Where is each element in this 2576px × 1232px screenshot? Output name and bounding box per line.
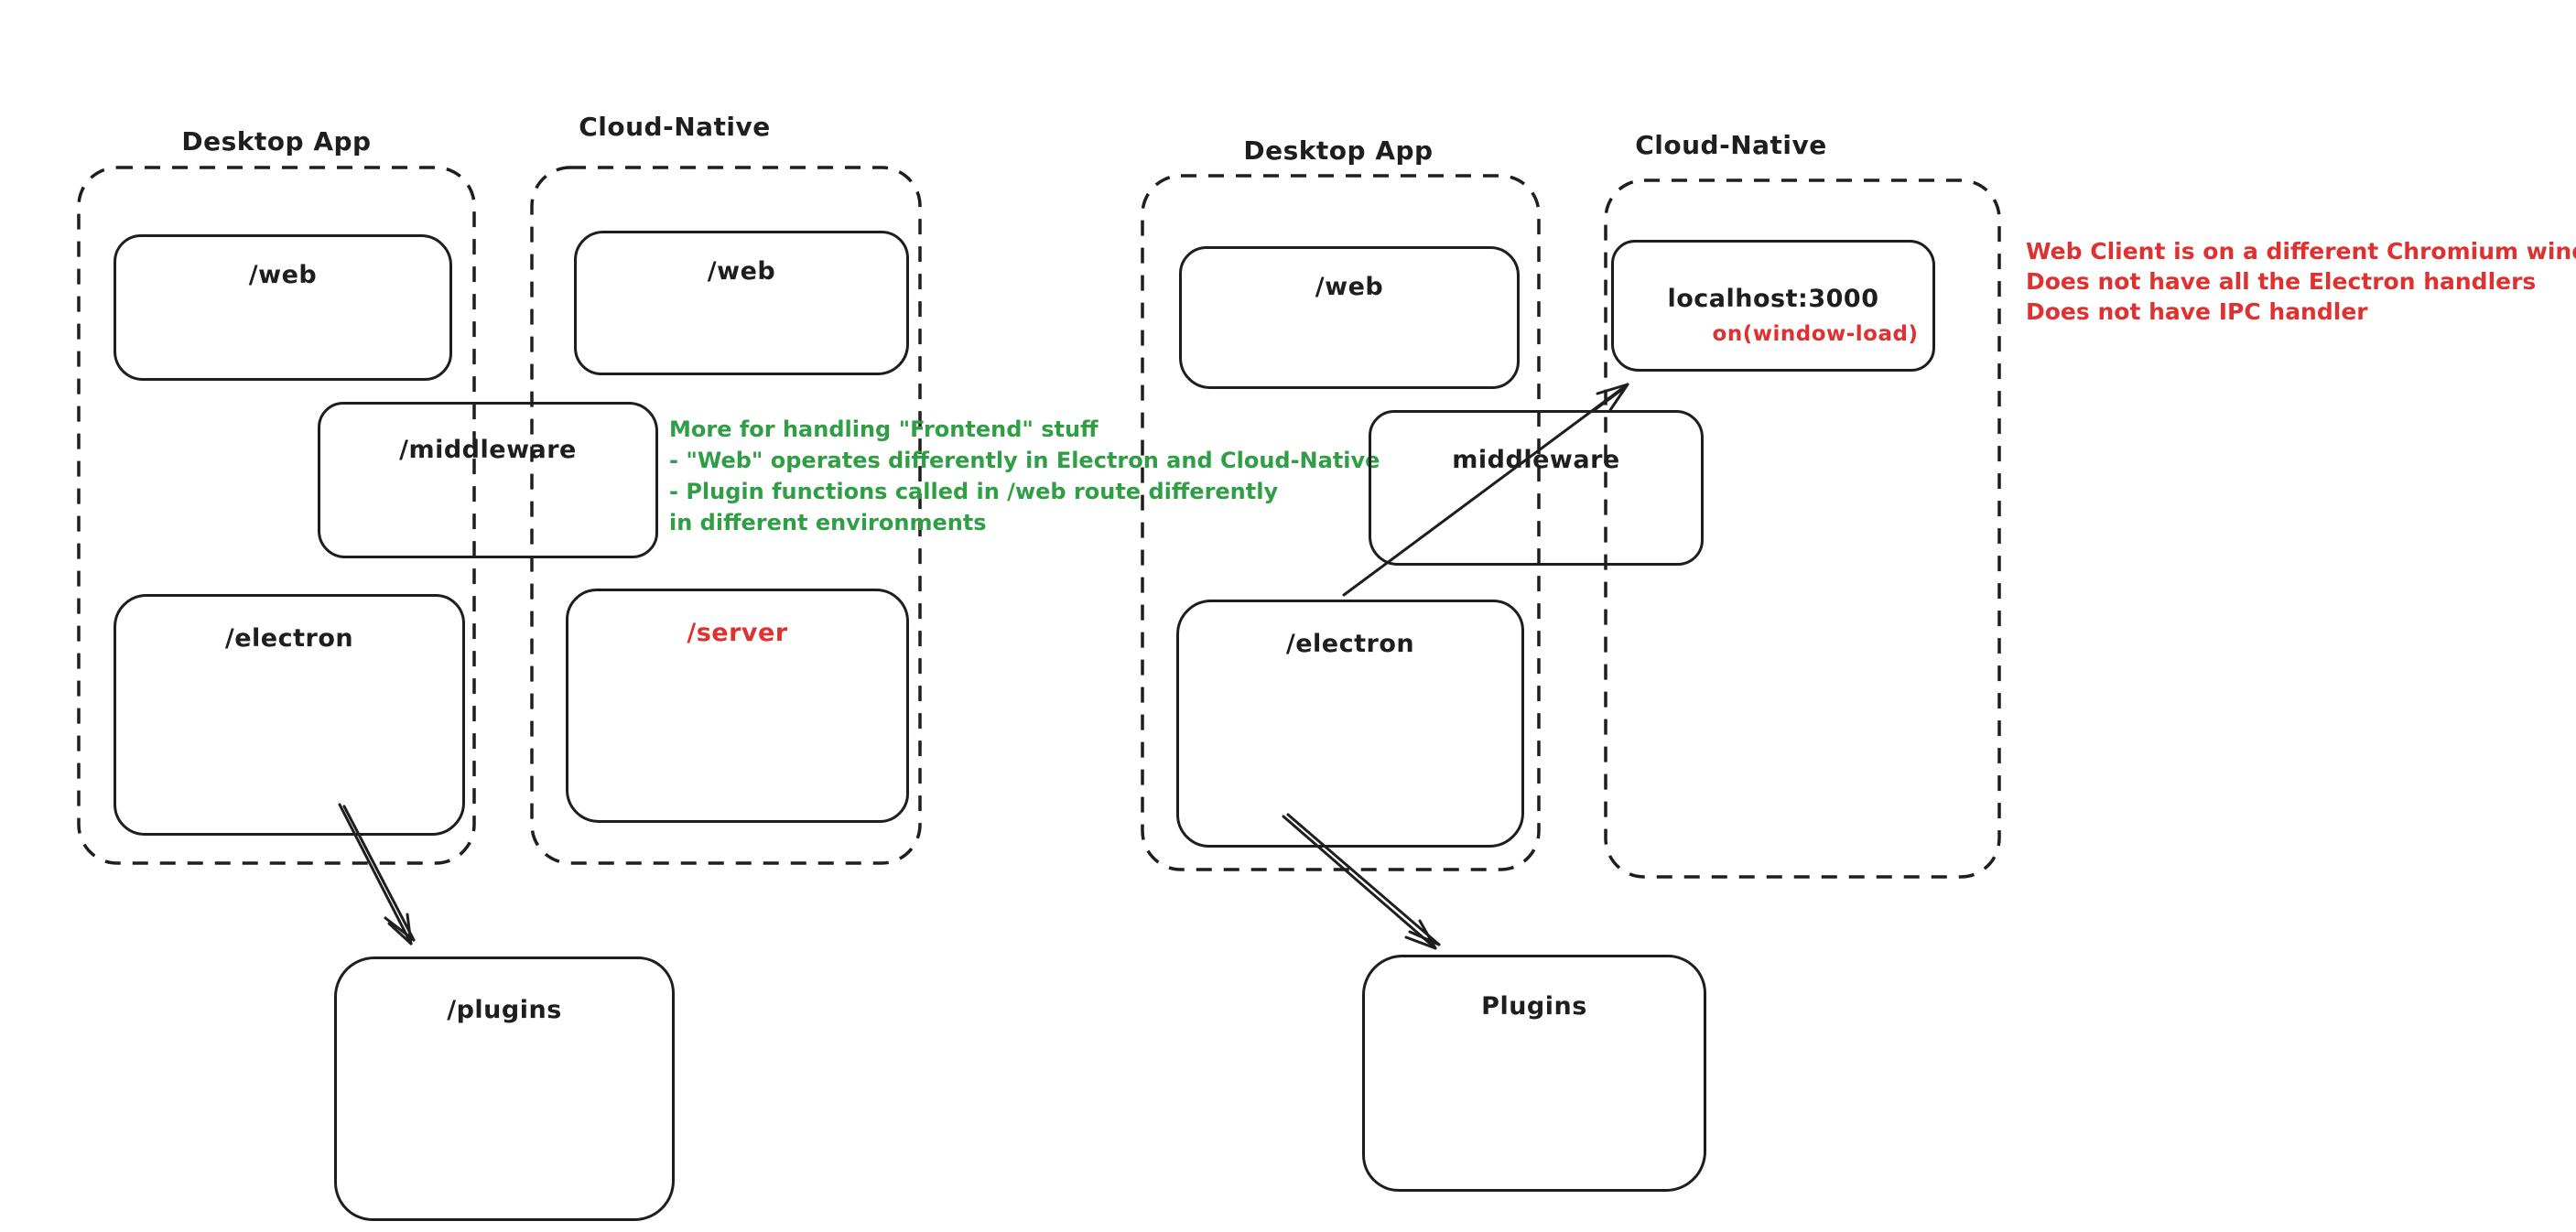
left-web-desktop-box: /web [114,234,452,381]
left-middleware-box: /middleware [318,402,658,558]
note-line: - "Web" operates differently in Electron… [669,448,1380,473]
left-electron-label: /electron [224,624,354,653]
left-plugins-box: /plugins [334,956,675,1221]
right-localhost-box: localhost:3000 on(window-load) [1611,240,1935,372]
right-localhost-label: localhost:3000 [1667,284,1879,313]
right-plugins-label: Plugins [1481,992,1587,1021]
note-line: in different environments [669,510,987,535]
left-server-label: /server [687,619,788,647]
right-electron-box: /electron [1176,600,1524,848]
left-cloud-native-label: Cloud-Native [579,112,771,142]
right-middleware-label: middleware [1452,446,1620,474]
right-cloud-native-label: Cloud-Native [1635,130,1827,160]
right-plugins-box: Plugins [1362,955,1706,1192]
left-web-cloud-box: /web [574,231,909,375]
right-web-desktop-box: /web [1179,246,1520,389]
right-red-note: Web Client is on a different Chromium wi… [2026,236,2576,327]
note-line: More for handling "Frontend" stuff [669,416,1099,442]
note-line: - Plugin functions called in /web route … [669,479,1279,504]
note-line: Web Client is on a different Chromium wi… [2026,238,2576,265]
left-web-desktop-label: /web [248,261,318,289]
left-plugins-label: /plugins [447,996,562,1024]
right-localhost-sub-label: on(window-load) [1712,321,1919,346]
right-middleware-box: middleware [1369,410,1704,566]
left-desktop-app-label: Desktop App [181,126,372,157]
right-desktop-app-label: Desktop App [1243,135,1434,166]
left-green-note: More for handling "Frontend" stuff - "We… [669,414,1380,538]
left-middleware-label: /middleware [399,436,577,464]
left-server-box: /server [566,589,909,823]
note-line: Does not have all the Electron handlers [2026,268,2537,295]
left-web-cloud-label: /web [707,257,776,286]
right-electron-label: /electron [1285,630,1415,658]
right-web-desktop-label: /web [1315,273,1384,301]
note-line: Does not have IPC handler [2026,298,2368,325]
left-electron-box: /electron [114,594,465,836]
